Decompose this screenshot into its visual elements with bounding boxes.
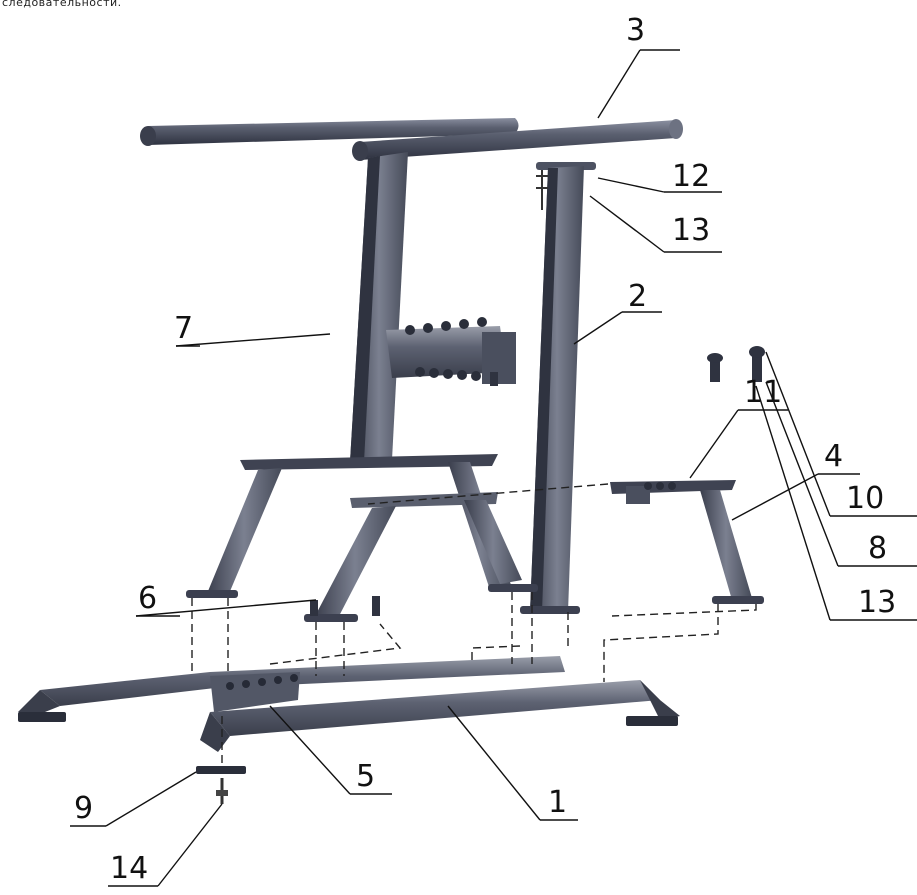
- callout-13-bottom: 13: [858, 585, 896, 620]
- callout-12: 12: [672, 159, 710, 194]
- callout-9: 9: [74, 791, 93, 826]
- callout-7: 7: [174, 311, 193, 346]
- callout-2: 2: [628, 279, 647, 314]
- callout-4: 4: [824, 439, 843, 474]
- callout-5: 5: [356, 759, 375, 794]
- foot-pad: [196, 766, 246, 804]
- leader-lines: [70, 49, 917, 887]
- callouts: 3 12 13 2 11 4 10 7 8 6 13 5 1 9 14: [74, 13, 896, 886]
- callout-11: 11: [744, 375, 782, 410]
- right-upright: [520, 162, 596, 614]
- left-upright: [350, 152, 408, 462]
- bolts: [310, 346, 765, 616]
- right-small-frame: [610, 480, 764, 604]
- callout-8: 8: [868, 531, 887, 566]
- callout-1: 1: [548, 785, 567, 820]
- callout-6: 6: [138, 581, 157, 616]
- assembly-dashed-lines: [191, 483, 757, 766]
- top-bars: [140, 118, 683, 161]
- callout-3: 3: [626, 13, 645, 48]
- callout-10: 10: [846, 481, 884, 516]
- caption-text: следовательности.: [2, 0, 122, 9]
- callout-14: 14: [110, 851, 148, 886]
- base-frame: [18, 656, 680, 752]
- callout-13-top: 13: [672, 213, 710, 248]
